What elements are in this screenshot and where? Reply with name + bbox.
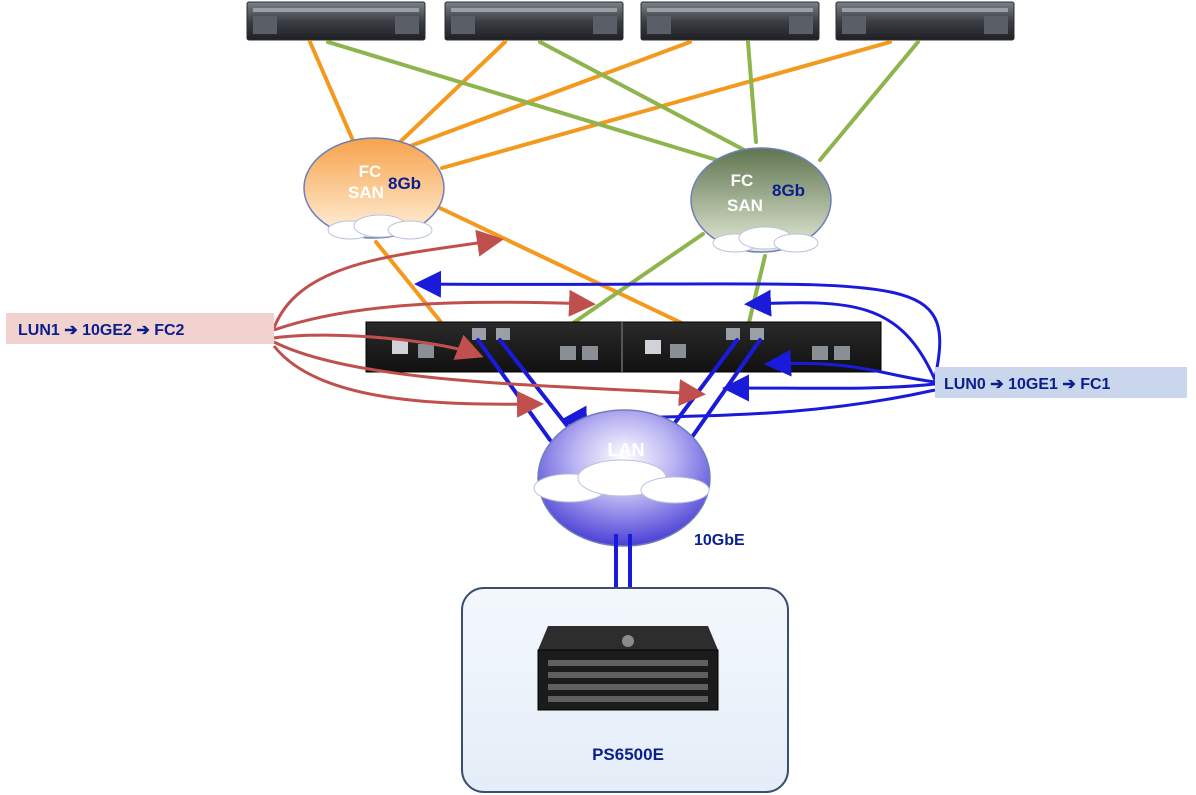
link-server3-fcsan1 [403,40,692,150]
blue-path-arrows [414,270,942,433]
storage-box [461,587,789,793]
fc-san-2 [690,147,832,253]
link-server2-fcsan2 [538,40,750,154]
fc-san-2-line1: FC [731,171,754,190]
red-arrow-2 [273,289,596,332]
fc-san-2-speed: 8Gb [772,181,805,200]
red-arrow-5 [272,345,544,418]
orange-fc-links [308,40,892,368]
path-right-label: LUN0 ➔ 10GE1 ➔ FC1 [944,376,1111,393]
server-1 [246,1,426,41]
blue-arrow-2 [744,289,937,381]
fc-san-1-line1: FC [359,162,382,181]
fc-san-1 [303,137,445,240]
lan-cloud [533,409,711,547]
lan-speed: 10GbE [694,532,745,549]
blue-arrow-3 [764,349,936,384]
red-arrow-4 [273,340,706,407]
storage-label: PS6500E [592,745,664,764]
server-2 [444,1,624,41]
cloud-icon [712,226,819,253]
server-4 [835,1,1015,41]
path-left-box [6,313,274,344]
link-server1-fcsan1 [308,40,360,154]
red-arrow-3 [273,333,484,360]
fc-san-1-line2: SAN [348,183,384,202]
red-path-arrows [272,229,706,418]
fc-san-2-line2: SAN [727,196,763,215]
lan-label: LAN [608,440,645,460]
cloud-icon [533,459,710,504]
link-gateway-lan-1 [476,338,552,442]
link-server4-fcsan1 [440,40,892,170]
cloud-icon [327,214,433,240]
red-arrow-1 [272,229,504,329]
storage-array-icon [537,626,719,711]
path-right-box [935,367,1187,398]
blue-arrow-1 [414,270,942,379]
link-server4-fcsan2 [818,40,920,162]
blue-arrow-4 [722,374,936,402]
link-server1-fcsan2 [326,40,732,166]
link-server3-fcsan2 [746,40,758,144]
fc-san-1-speed: 8Gb [388,174,421,193]
server-3 [640,1,820,41]
link-server2-fcsan1 [398,40,507,144]
path-left-label: LUN1 ➔ 10GE2 ➔ FC2 [18,322,185,339]
